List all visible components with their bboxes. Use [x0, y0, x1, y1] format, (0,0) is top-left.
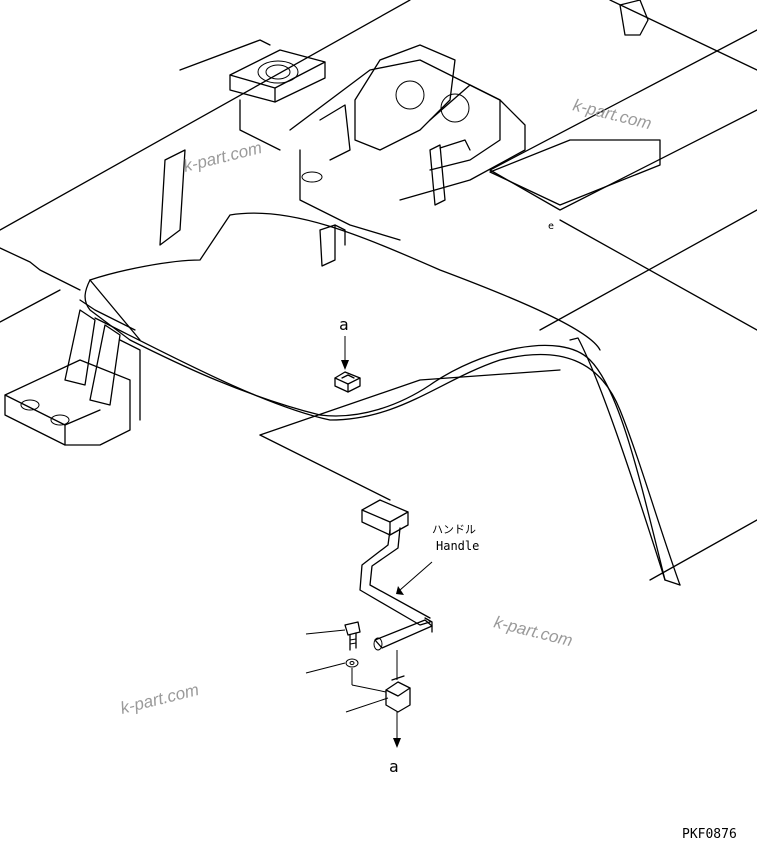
drawing-code: PKF0876	[682, 827, 737, 842]
frame-body	[0, 0, 757, 581]
handle-clip	[351, 650, 411, 713]
watermark: k-part.com	[571, 95, 654, 133]
callout-a-top-arrow	[341, 336, 349, 370]
hinge-bracket	[159, 0, 649, 267]
fender-cover	[84, 212, 681, 586]
handle-label-en: Handle	[436, 539, 479, 553]
e-mark: e	[548, 221, 554, 232]
callout-a-bottom: a	[389, 757, 399, 776]
leader-lines	[305, 561, 433, 713]
watermark: k-part.com	[492, 612, 575, 650]
washer	[345, 658, 359, 668]
callout-a-top: a	[339, 315, 349, 334]
watermark: k-part.com	[118, 680, 201, 718]
handle-part	[359, 499, 433, 651]
left-mount-block	[4, 299, 141, 446]
watermark: k-part.com	[181, 138, 264, 176]
handle-label-jp: ハンドル	[432, 523, 476, 536]
callout-a-bottom-arrow	[393, 712, 401, 748]
clip-block	[334, 371, 361, 393]
bolt	[344, 621, 361, 651]
